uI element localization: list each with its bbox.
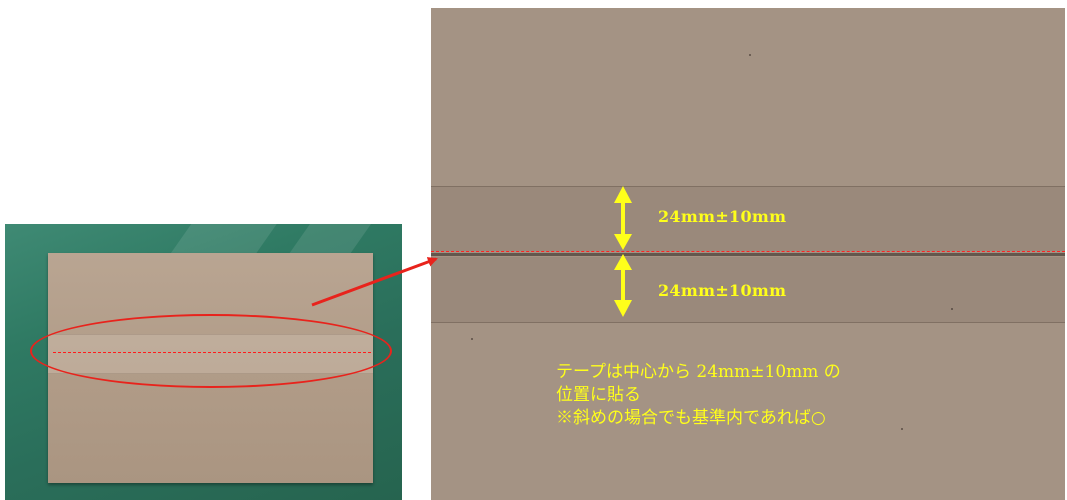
overview-photo bbox=[5, 224, 402, 500]
lower-tolerance-label: 24mm±10mm bbox=[658, 281, 787, 300]
cardboard-seam bbox=[431, 253, 1065, 256]
surface-speck bbox=[749, 54, 751, 56]
closeup-photo bbox=[431, 8, 1065, 500]
surface-speck bbox=[901, 428, 903, 430]
surface-speck bbox=[471, 338, 473, 340]
instruction-note: テープは中心から 24mm±10mm の 位置に貼る ※斜めの場合でも基準内であ… bbox=[556, 361, 841, 430]
tape-edge-top bbox=[431, 186, 1065, 187]
tape-edge-bottom bbox=[431, 322, 1065, 323]
center-line bbox=[431, 251, 1065, 252]
note-line: ※斜めの場合でも基準内であれば○ bbox=[556, 408, 826, 428]
note-line: テープは中心から 24mm±10mm の bbox=[556, 362, 841, 382]
upper-tolerance-label: 24mm±10mm bbox=[658, 207, 787, 226]
tape-lower-half bbox=[431, 257, 1065, 323]
note-line: 位置に貼る bbox=[556, 385, 641, 405]
surface-speck bbox=[951, 308, 953, 310]
highlight-ellipse bbox=[30, 314, 392, 388]
tape-upper-half bbox=[431, 186, 1065, 251]
